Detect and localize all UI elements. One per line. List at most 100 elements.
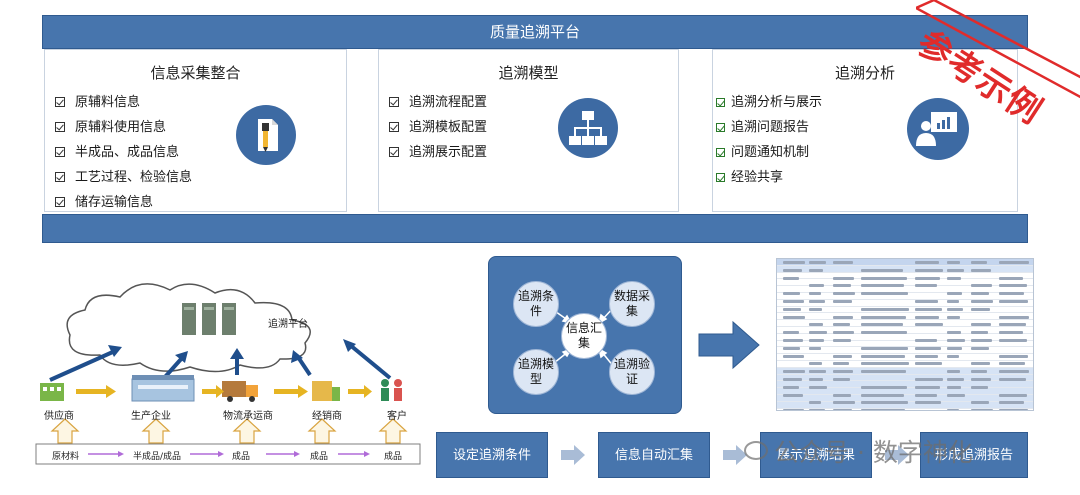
table-cell — [833, 261, 853, 264]
reference-stamp — [913, 0, 1080, 100]
table-row — [777, 388, 1033, 395]
table-cell — [971, 346, 989, 350]
table-cell — [999, 331, 1023, 335]
entity-label: 供应商 — [44, 411, 74, 422]
panel-info-collection: 信息采集整合 原辅料信息 原辅料使用信息 半成品、成品信息 工艺过程、检验信息 … — [44, 49, 347, 212]
checkbox-icon — [55, 197, 65, 207]
panel-trace-model: 追溯模型 追溯流程配置 追溯模板配置 追溯展示配置 — [378, 49, 679, 212]
table-cell — [915, 315, 939, 319]
table-cell — [809, 300, 825, 303]
table-cell — [971, 261, 987, 264]
table-cell — [971, 331, 988, 335]
table-cell — [947, 307, 963, 311]
checkbox-icon — [389, 147, 399, 157]
table-cell — [915, 276, 940, 280]
table-cell — [833, 331, 854, 335]
source-arrows — [50, 418, 408, 444]
platform-base-bar — [42, 214, 1028, 243]
platform-title-bar: 质量追溯平台 — [42, 15, 1028, 49]
node-trace-model: 追溯模型 — [513, 349, 559, 395]
table-cell — [833, 323, 850, 327]
table-cell — [971, 292, 989, 296]
cloud-label: 追溯平台 — [268, 319, 308, 330]
table-cell — [861, 362, 909, 366]
table-cell — [861, 323, 903, 327]
table-cell — [915, 307, 942, 311]
table-cell — [861, 370, 906, 374]
material-flow-track — [35, 443, 421, 465]
truck-icon — [222, 381, 258, 402]
table-cell — [861, 276, 907, 280]
step-auto-aggregate: 信息自动汇集 — [598, 432, 710, 478]
checkbox-icon — [716, 148, 725, 157]
step-arrow-icon — [561, 445, 585, 465]
table-cell — [999, 393, 1027, 397]
table-cell — [999, 276, 1023, 280]
table-cell — [915, 385, 940, 389]
panel-title: 追溯模型 — [498, 64, 559, 82]
flow-label: 原材料 — [52, 452, 80, 462]
table-cell — [861, 401, 908, 405]
customer-icon — [381, 379, 402, 401]
list-item: 经验共享 — [716, 165, 822, 190]
table-cell — [971, 339, 992, 342]
table-cell — [999, 409, 1028, 410]
table-cell — [833, 409, 852, 410]
list-item: 半成品、成品信息 — [55, 140, 192, 165]
pen-document-icon — [236, 105, 296, 165]
table-cell — [947, 354, 959, 358]
list-item: 追溯分析与展示 — [716, 90, 822, 115]
supply-chain-diagram — [35, 283, 421, 465]
table-cell — [915, 284, 937, 288]
step-set-condition: 设定追溯条件 — [436, 432, 548, 478]
table-row — [777, 293, 1033, 300]
table-cell — [971, 378, 991, 381]
panel-title: 追溯分析 — [834, 64, 895, 82]
table-cell — [783, 346, 800, 350]
watermark-text: 公众号 · 数字神化 — [774, 438, 973, 467]
table-cell — [915, 346, 941, 350]
table-cell — [833, 292, 855, 296]
table-cell — [783, 261, 805, 264]
list-item: 追溯问题报告 — [716, 115, 822, 140]
table-cell — [783, 315, 805, 319]
table-cell — [809, 261, 826, 264]
table-row — [777, 320, 1033, 327]
table-cell — [809, 323, 823, 327]
checkbox-icon — [389, 97, 399, 107]
table-cell — [809, 284, 824, 288]
table-cell — [809, 268, 823, 272]
flow-label: 半成品/成品 — [133, 452, 182, 462]
step-arrow-icon — [885, 445, 909, 465]
table-cell — [947, 339, 965, 342]
checkbox-icon — [55, 172, 65, 182]
table-cell — [861, 393, 904, 397]
entity-label: 经销商 — [312, 411, 342, 422]
table-row — [777, 300, 1033, 307]
distributor-building-icon — [312, 381, 340, 401]
table-cell — [999, 378, 1026, 381]
table-cell — [783, 268, 802, 272]
table-cell — [861, 315, 906, 319]
trace-model-box: 追溯条件 数据采集 信息汇集 追溯模型 追溯验证 — [488, 256, 682, 414]
supplier-building-icon — [40, 383, 64, 401]
table-row — [777, 259, 1033, 266]
result-arrow-icon — [698, 320, 760, 370]
list-item: 追溯模板配置 — [389, 115, 487, 140]
table-row — [777, 361, 1033, 368]
table-cell — [971, 370, 987, 374]
table-row — [777, 394, 1033, 402]
list-item: 原辅料使用信息 — [55, 115, 192, 140]
table-cell — [833, 284, 851, 288]
table-cell — [833, 315, 853, 319]
material-flow-arrows — [88, 451, 370, 457]
panel-trace-analysis: 追溯分析 追溯分析与展示 追溯问题报告 问题通知机制 经验共享 — [712, 49, 1018, 212]
table-cell — [999, 300, 1028, 303]
platform-title: 质量追溯平台 — [489, 23, 580, 41]
flow-label: 成品 — [232, 452, 251, 462]
table-cell — [947, 315, 960, 319]
table-cell — [999, 323, 1026, 327]
table-cell — [783, 300, 804, 303]
table-cell — [947, 276, 961, 280]
table-cell — [809, 331, 827, 335]
